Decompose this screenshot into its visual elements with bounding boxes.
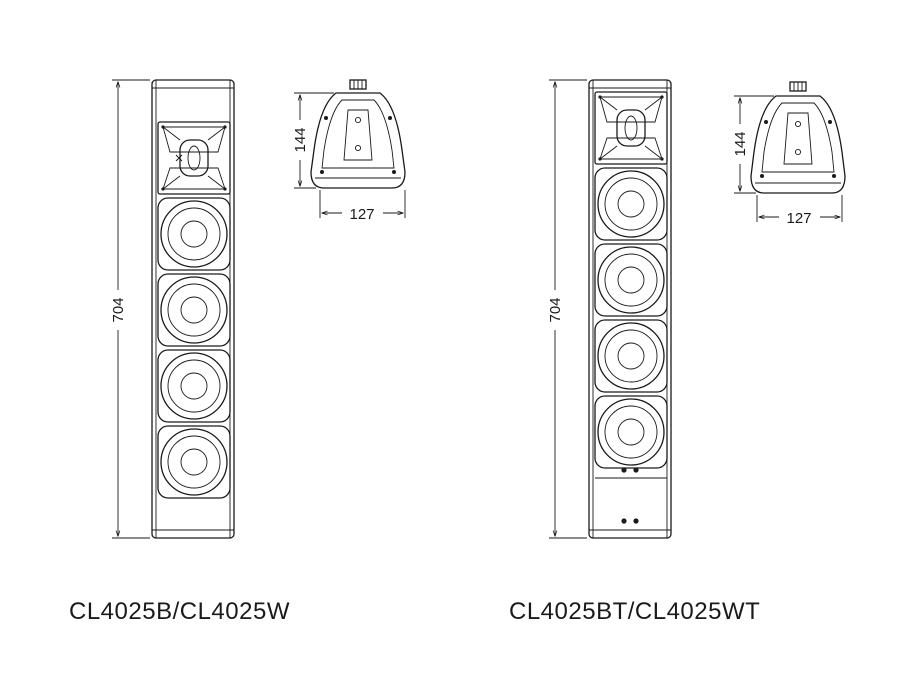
woofer [157,425,231,499]
woofer [594,319,668,393]
side-height-label: 144 [292,127,309,152]
front-view-right: 704 [547,79,672,539]
height-dimension: 704 [110,79,150,539]
woofer [594,167,668,241]
horn-tweeter [157,121,231,195]
height-dimension: 704 [547,79,587,539]
side-height-dimension: 144 [732,95,774,194]
woofer [594,395,668,469]
front-view-left: 704 [110,79,235,539]
model-label-left: CL4025B/CL4025W [69,598,290,625]
terminal-holes [595,467,667,524]
woofer [157,349,231,423]
side-height-label: 144 [732,131,749,156]
woofer [594,243,668,317]
horn-tweeter [594,91,668,165]
side-height-dimension: 144 [292,92,334,189]
model-label-right: CL4025BT/CL4025WT [509,598,761,625]
side-view-left: 144 127 [292,79,406,223]
height-label: 704 [547,297,564,322]
woofer [157,197,231,271]
side-view-right: 144 127 [732,81,846,227]
side-width-label: 127 [349,206,374,223]
height-label: 704 [110,297,127,322]
woofer [157,273,231,347]
side-width-label: 127 [786,210,811,227]
side-width-dimension: 127 [319,190,406,223]
side-width-dimension: 127 [756,195,843,227]
